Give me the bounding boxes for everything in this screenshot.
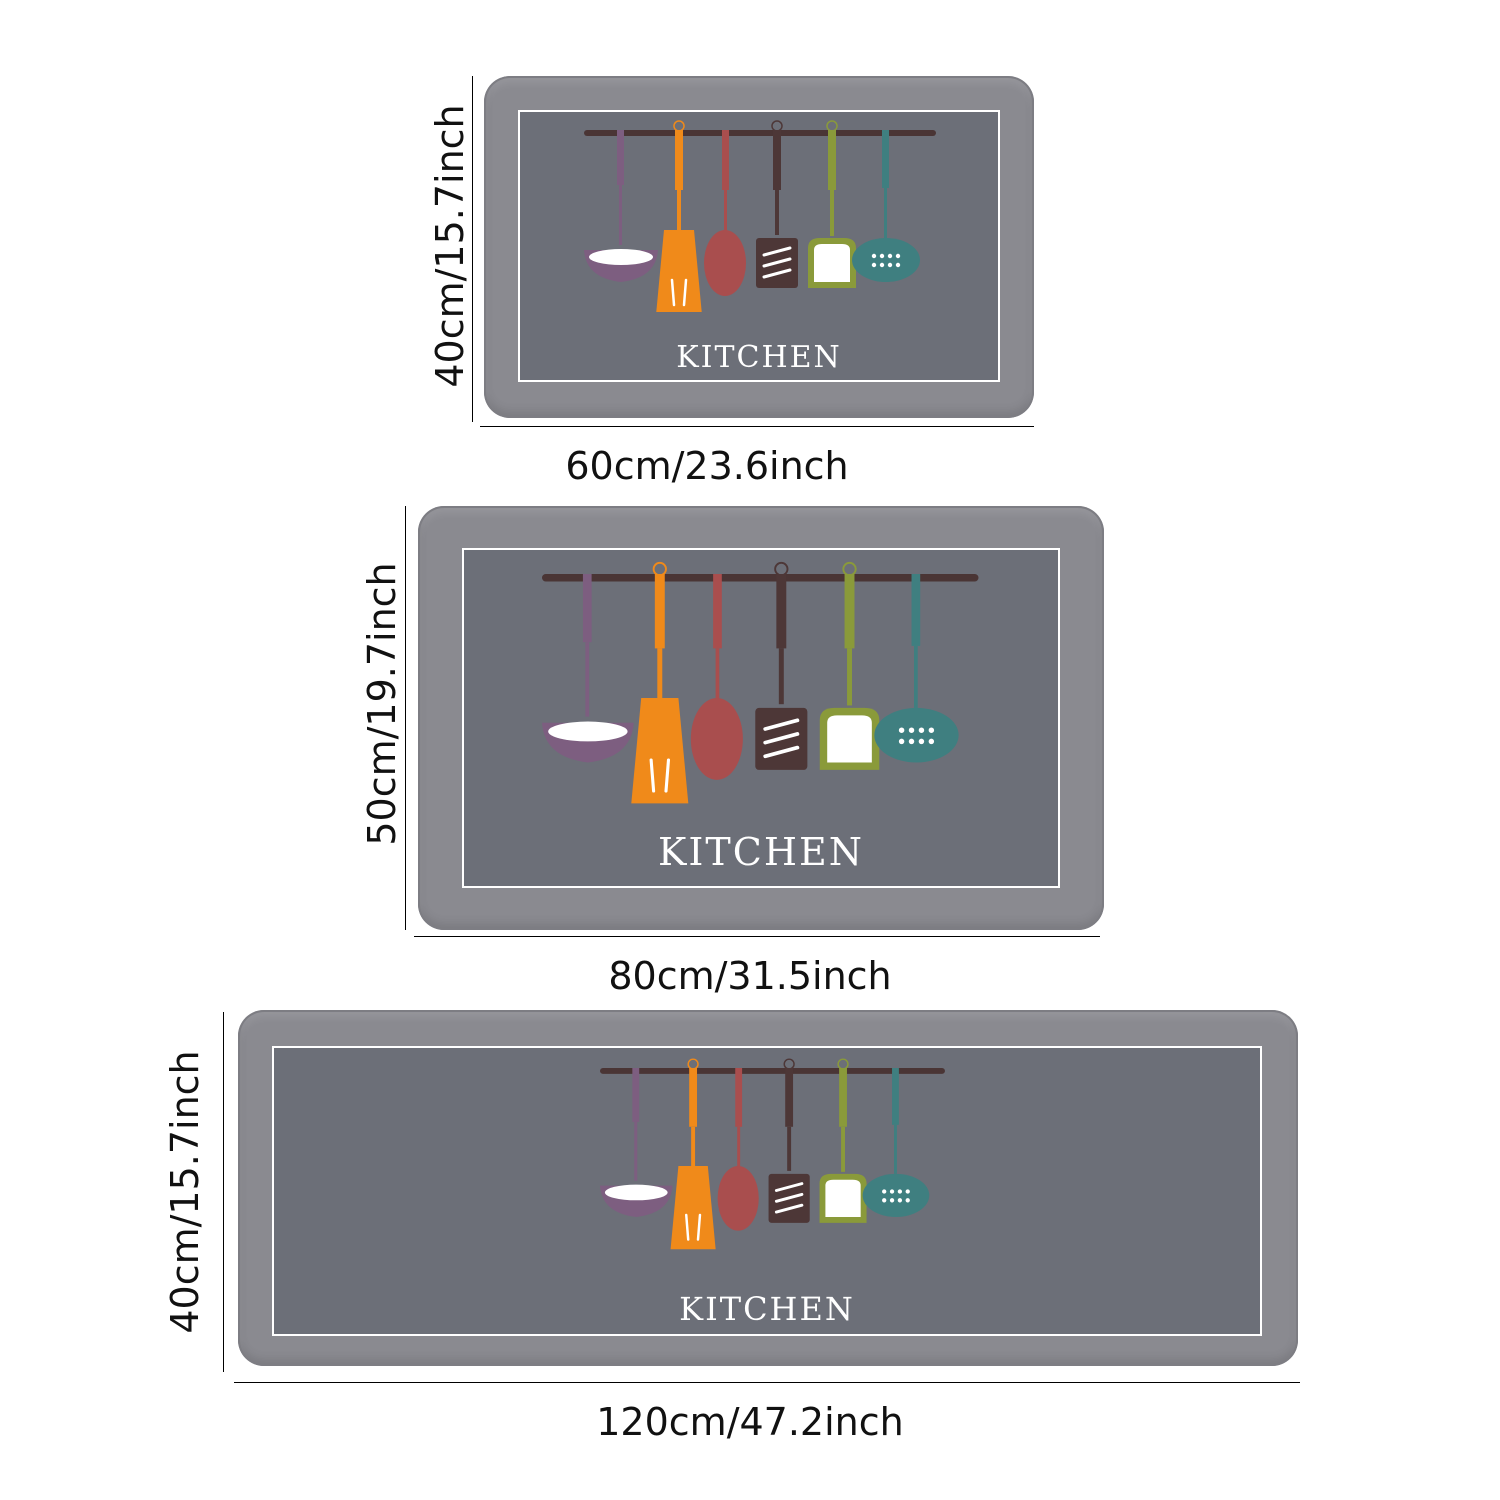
width-dimension-line — [414, 936, 1100, 937]
skimmer-icon — [874, 574, 959, 763]
width-label: 60cm/23.6inch — [565, 444, 849, 488]
spatula-icon — [631, 561, 689, 804]
rail-bar — [542, 574, 979, 582]
mat-small: KITCHEN — [484, 76, 1034, 418]
rail-bar — [584, 130, 936, 136]
utensils-illustration — [584, 120, 936, 312]
mat-medium: KITCHEN — [418, 506, 1104, 930]
mat-design-panel: KITCHEN — [272, 1046, 1262, 1336]
ladle-icon — [542, 574, 634, 763]
mat-title: KITCHEN — [679, 1290, 855, 1328]
spatula-icon — [670, 1058, 716, 1250]
height-dimension-line — [405, 506, 406, 930]
spoon-icon — [690, 574, 743, 780]
server-icon — [819, 561, 880, 770]
utensils-illustration — [542, 561, 979, 804]
server-icon — [819, 1058, 867, 1223]
mat-runner: KITCHEN — [238, 1010, 1298, 1366]
height-label: 40cm/15.7inch — [428, 104, 472, 388]
turner-icon — [756, 120, 798, 288]
height-label: 50cm/19.7inch — [360, 562, 404, 846]
height-dimension-line — [472, 76, 473, 422]
mat-title: KITCHEN — [676, 340, 842, 375]
server-icon — [808, 120, 856, 288]
spoon-icon — [704, 130, 746, 296]
width-dimension-line — [480, 426, 1034, 427]
spoon-icon — [717, 1068, 759, 1231]
width-dimension-line — [234, 1382, 1300, 1383]
rail-bar — [600, 1068, 945, 1074]
turner-icon — [755, 561, 808, 770]
turner-icon — [768, 1058, 810, 1223]
height-dimension-line — [223, 1012, 224, 1372]
width-label: 80cm/31.5inch — [608, 954, 892, 998]
skimmer-icon — [862, 1068, 930, 1217]
ladle-icon — [600, 1068, 673, 1217]
mat-design-panel: KITCHEN — [462, 548, 1060, 888]
mat-design-panel: KITCHEN — [518, 110, 1000, 382]
ladle-icon — [584, 130, 658, 282]
skimmer-icon — [852, 130, 920, 282]
width-label: 120cm/47.2inch — [596, 1400, 904, 1444]
mat-title: KITCHEN — [658, 830, 864, 874]
spatula-icon — [656, 120, 702, 312]
height-label: 40cm/15.7inch — [163, 1050, 207, 1334]
utensils-illustration — [600, 1058, 945, 1250]
